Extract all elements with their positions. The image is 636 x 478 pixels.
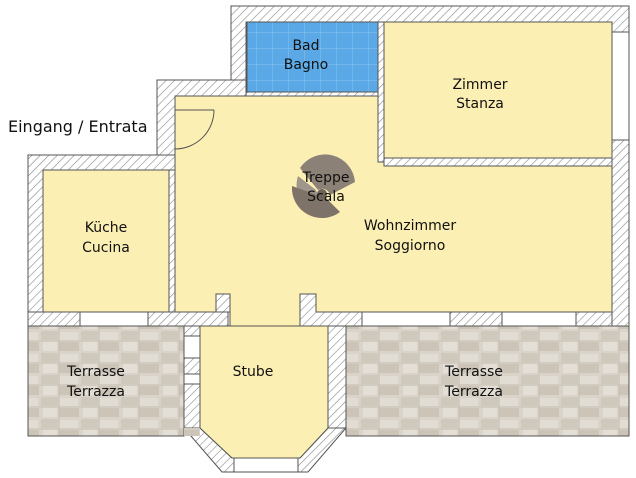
- scala-label: Scala: [307, 189, 345, 205]
- window-bay: [233, 457, 299, 473]
- cucina-label: Cucina: [82, 240, 130, 256]
- window-stube-left: [183, 335, 201, 359]
- wohnzimmer-label: Wohnzimmer: [364, 218, 456, 234]
- soggiorno-label: Soggiorno: [375, 238, 446, 254]
- terrace-left: [27, 325, 185, 437]
- wall-bath-zimmer: [377, 21, 385, 163]
- zimmer-label: Zimmer: [452, 77, 507, 93]
- window-stube-left2: [183, 373, 201, 385]
- terrace-right: [345, 325, 630, 437]
- stube-label: Stube: [233, 364, 274, 380]
- wall-stube-right: [327, 325, 347, 429]
- terrasse-right-label: Terrasse: [444, 364, 503, 380]
- terrazza-right-label: Terrazza: [444, 384, 503, 400]
- zimmer-floor: [383, 21, 613, 159]
- treppe-label: Treppe: [302, 170, 350, 186]
- terrace-strip: [184, 428, 200, 436]
- stube-floor: [199, 325, 329, 459]
- terrasse-left-label: Terrasse: [66, 364, 125, 380]
- stanza-label: Stanza: [456, 96, 504, 112]
- kueche-label: Küche: [85, 220, 128, 236]
- wohnzimmer-floor: [174, 95, 613, 331]
- window-bottom-mid: [361, 311, 451, 327]
- window-bottom-left: [79, 311, 149, 327]
- wall-kitchen-inner: [168, 169, 176, 313]
- window-bottom-mid2: [501, 311, 577, 327]
- wall-zimmer-bottom: [383, 157, 613, 167]
- bagno-label: Bagno: [284, 57, 329, 73]
- window-right: [611, 31, 630, 141]
- spiral-stairs: [291, 154, 355, 219]
- entrance-label: Eingang / Entrata: [8, 117, 148, 136]
- bad-label: Bad: [292, 38, 319, 54]
- bathroom-floor: [246, 21, 379, 93]
- kueche-floor: [42, 169, 170, 313]
- entrance-door: [174, 109, 215, 150]
- terrazza-left-label: Terrazza: [66, 384, 125, 400]
